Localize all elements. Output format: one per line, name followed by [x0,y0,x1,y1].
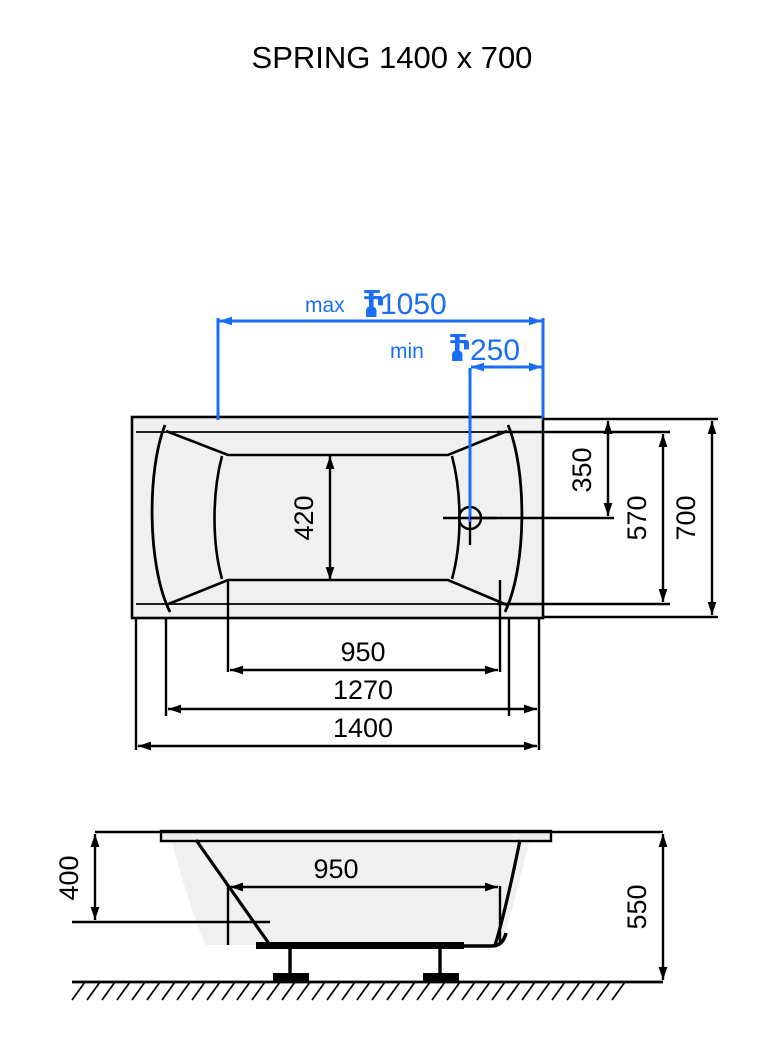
basin-bottom-taper [165,578,508,607]
bottom-horizontal-dimensions: 950 1270 1400 [134,580,541,751]
tub-base-plate [256,942,464,949]
dim-label-350: 350 [567,447,597,492]
dim-label-400: 400 [54,855,84,900]
tub-right-wall-slope [493,839,522,946]
dim-prefix-min: min [390,340,424,363]
dim-label-1400: 1400 [333,713,393,743]
dim-label-tap-max: 1050 [380,288,447,321]
top-view-group: 420 max 1050 min 250 [130,288,718,751]
tap-dimension-group: max 1050 min 250 [216,288,545,522]
dim-label-950-elev: 950 [313,854,358,884]
tub-left-wall-slope [194,839,272,946]
right-vertical-dimensions: 350 570 700 [470,417,718,619]
dim-label-550: 550 [622,884,652,929]
page-title: SPRING 1400 x 700 [252,40,533,75]
dim-prefix-max: max [305,294,345,317]
tub-body-fill [163,833,551,945]
basin-top-taper [165,429,508,457]
dim-label-420: 420 [289,495,319,540]
tub-legs-group [273,949,459,982]
dim-label-570: 570 [622,495,652,540]
dim-label-700: 700 [671,495,701,540]
elevation-view-group: 400 950 550 [54,829,668,1001]
faucet-icon [364,290,383,318]
faucet-icon [450,334,469,362]
dim-label-tap-min: 250 [470,334,520,367]
tub-left-end-curve [150,424,172,613]
leg-foot-right [423,973,459,982]
ground-hatching [71,981,626,1001]
dim-label-1270: 1270 [333,675,393,705]
dim-label-950-top: 950 [340,637,385,667]
tub-rim-inner-edge [136,431,539,605]
leg-foot-left [273,973,309,982]
basin-left-wall [213,455,224,580]
